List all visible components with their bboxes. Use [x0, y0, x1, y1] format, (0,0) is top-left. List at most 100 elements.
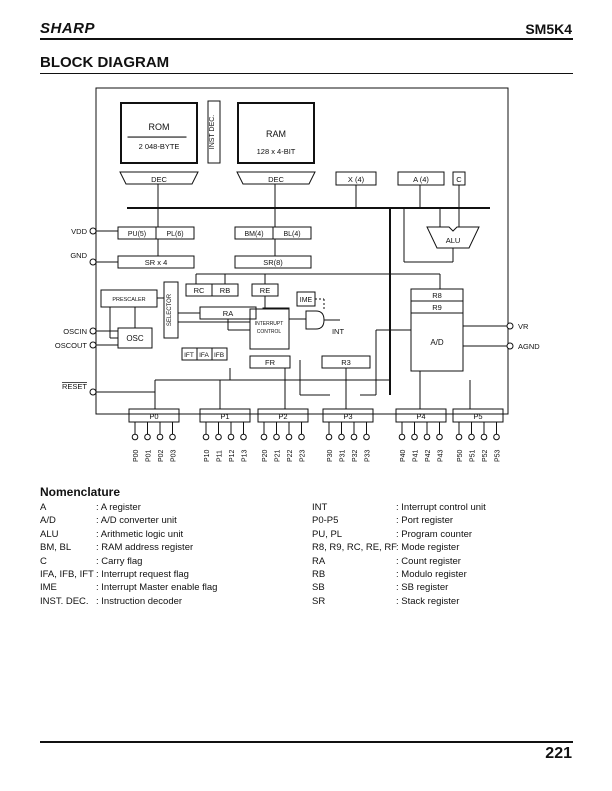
port-p5-box [452, 408, 504, 423]
nomenclature-desc: : SB register [396, 582, 449, 594]
port-pin-label: P41 [413, 449, 420, 462]
a-label: A (4) [413, 175, 429, 184]
fr-register [249, 355, 291, 369]
port-pin-pad [169, 433, 176, 441]
nomenclature-term: A/D [40, 515, 56, 527]
port-p3-box [322, 408, 374, 423]
ad-converter [410, 312, 464, 372]
osc-label: OSC [126, 334, 144, 343]
nomenclature-title: Nomenclature [40, 485, 121, 499]
selector-block [163, 281, 179, 339]
prescaler-label: PRESCALER [112, 297, 145, 303]
interrupt-control [249, 308, 290, 350]
brand-logo: SHARP [40, 20, 96, 37]
port-pin-pad [273, 433, 280, 441]
port-pin-pad [202, 433, 210, 441]
port-p0-label: P0 [149, 412, 158, 421]
nomenclature-term: SB [312, 582, 325, 594]
nomenclature-entry: INT: Interrupt control unit [312, 501, 582, 514]
port-p1-box [199, 408, 251, 423]
a-register [397, 171, 445, 186]
port-pin-label: P12 [229, 449, 236, 462]
nomenclature-entry: A/D : A/D converter unit [40, 514, 300, 527]
port-pin-label: P01 [146, 449, 153, 462]
alu-label: ALU [446, 236, 461, 245]
section-title: BLOCK DIAGRAM [40, 54, 170, 71]
nomenclature-entry: RA: Count register [312, 555, 582, 568]
port-pin-label: P23 [300, 449, 307, 462]
rom-size: 2 048-BYTE [139, 142, 180, 151]
r3-label: R3 [341, 358, 351, 367]
part-number: SM5K4 [525, 21, 572, 37]
interrupt-label-2: CONTROL [257, 329, 282, 335]
ifb-label: IFB [214, 352, 224, 359]
port-pin-label: P20 [262, 449, 269, 462]
ifa-label: IFA [199, 352, 209, 359]
port-pin-pad [227, 433, 235, 441]
re-label: RE [260, 286, 270, 295]
port-pin-pad [325, 433, 333, 441]
ad-label: A/D [430, 338, 444, 347]
nomenclature-entry: IFA, IFB, IFT: Interrupt request flag [40, 568, 300, 581]
port-pin-label: P43 [438, 449, 445, 462]
port-p5-label: P5 [473, 412, 482, 421]
chip-outline [95, 87, 509, 415]
nomenclature-entry: PU, PL : Program counter [312, 528, 582, 541]
r8-label: R8 [432, 291, 442, 300]
rom-title: ROM [149, 122, 170, 132]
port-pin-label: P52 [482, 449, 489, 462]
port-pin-pad [131, 433, 139, 441]
port-pin-label: P10 [204, 449, 211, 462]
block-diagram: ROM 2 048-BYTE INST DEC. RAM 128 x 4-BIT… [55, 87, 540, 462]
port-pin-label: P33 [365, 449, 372, 462]
osc-in-label: OSCIN [63, 327, 87, 336]
ifb-flag [211, 347, 228, 361]
nomenclature-term: ALU [40, 528, 59, 540]
agnd-label: AGND [518, 342, 540, 351]
nomenclature-desc: : Stack register [396, 595, 460, 607]
nomenclature-term: BM, BL [40, 542, 72, 554]
page-number: 221 [545, 745, 572, 762]
pin-osc-out [89, 341, 97, 349]
nomenclature-desc: : Interrupt request flag [96, 568, 189, 580]
r9-label: R9 [432, 303, 442, 312]
port-pin-pad [480, 433, 488, 441]
nomenclature-desc: : Port register [396, 515, 454, 527]
port-pin-label: P51 [470, 449, 477, 462]
gnd-label: GND [70, 251, 87, 260]
nomenclature-desc: : A register [96, 502, 141, 513]
nomenclature-term: RA [312, 555, 326, 567]
port-pin-label: P30 [327, 449, 334, 462]
port-p2-label: P2 [278, 412, 287, 421]
nomenclature-term: C [40, 555, 47, 567]
port-pin-pad [338, 433, 345, 441]
port-pin-pad [455, 433, 463, 441]
port-p2-box [257, 408, 309, 423]
pin-agnd [506, 342, 514, 350]
port-pin-label: P53 [495, 449, 502, 462]
ift-label: IFT [184, 352, 194, 359]
rom-block [120, 102, 198, 164]
port-pin-label: P11 [217, 450, 224, 462]
port-pin-label: P02 [158, 449, 165, 462]
port-pin-pad [240, 433, 247, 441]
nomenclature-desc: : Program counter [396, 528, 473, 540]
port-pin-pad [493, 433, 500, 441]
vdd-label: VDD [71, 227, 87, 236]
port-pin-pad [215, 433, 222, 441]
port-pin-pad [285, 433, 293, 441]
port-pin-pad [350, 433, 358, 441]
nomenclature-desc: : A/D converter unit [96, 515, 177, 527]
nomenclature-desc: : Instruction decoder [96, 595, 183, 607]
ram-dec [236, 171, 316, 185]
alu [426, 226, 480, 249]
nomenclature-desc: : Interrupt Master enable flag [96, 582, 218, 594]
nomenclature-term: PU, PL [312, 528, 343, 540]
port-pin-group [131, 422, 500, 441]
nomenclature-term: RB [312, 568, 326, 580]
rom-dec-label: DEC [151, 175, 167, 184]
port-pin-label: P13 [242, 449, 249, 462]
port-pin-label: P22 [287, 449, 294, 462]
pin-vdd [89, 227, 97, 235]
